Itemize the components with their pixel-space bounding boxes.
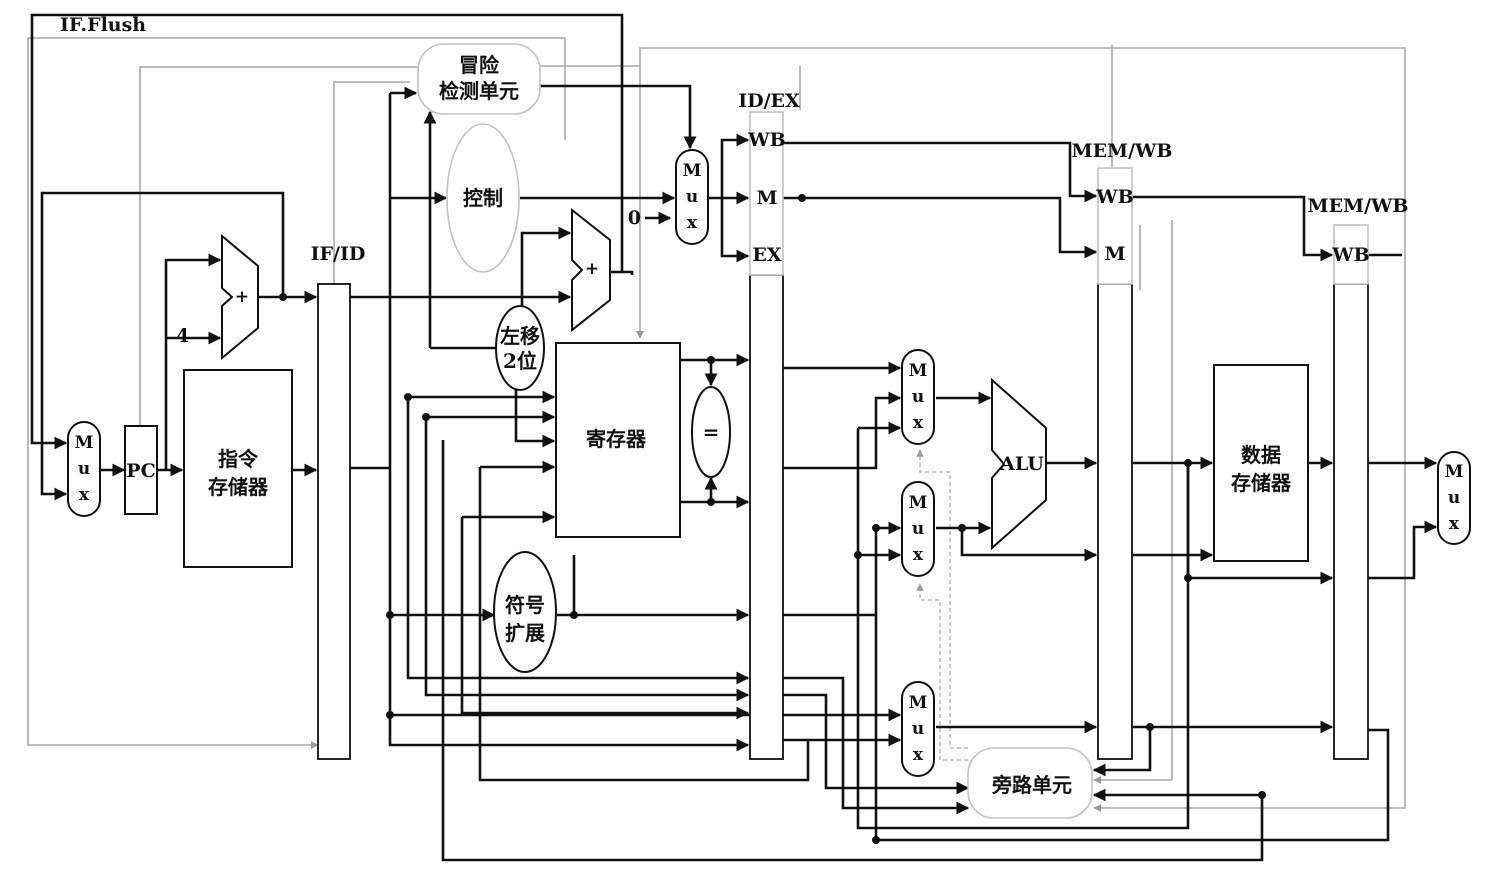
shift-label-1: 左移 xyxy=(500,324,540,348)
signext-label-1: 符号 xyxy=(505,593,545,617)
id-ex-m-field: M xyxy=(756,187,777,209)
control-unit: 控制 xyxy=(446,123,520,273)
mux-letter: x xyxy=(913,413,924,433)
hazard-label-2: 检测单元 xyxy=(439,79,519,103)
control-lines xyxy=(27,37,1406,812)
mux-letter: u xyxy=(686,187,698,207)
if-id-register xyxy=(317,283,351,760)
registers-label: 寄存器 xyxy=(586,427,647,451)
adder-plus: + xyxy=(585,259,599,279)
mux-letter: u xyxy=(912,387,924,407)
id-ex-label: ID/EX xyxy=(738,90,800,112)
id-ex-ex-field: EX xyxy=(752,244,781,266)
equality-comparator: = xyxy=(691,386,731,478)
ex-mem-label: MEM/WB xyxy=(1072,140,1173,162)
forward-label: 旁路单元 xyxy=(991,773,1072,797)
mux-letter: x xyxy=(1449,514,1460,534)
hazard-label-1: 冒险 xyxy=(459,53,500,77)
control-label: 控制 xyxy=(463,186,503,210)
mux-letter: M xyxy=(683,161,702,181)
pc-mux: M u x xyxy=(67,421,101,517)
mux-letter: M xyxy=(1445,462,1464,482)
ex-mem-m-field: M xyxy=(1104,243,1125,265)
register-file: 寄存器 xyxy=(555,342,681,538)
mux-letter: M xyxy=(75,433,94,453)
if-id-label: IF/ID xyxy=(311,243,366,265)
forwarding-unit: 旁路单元 xyxy=(967,747,1093,819)
mux-letter: u xyxy=(78,459,90,479)
mux-letter: x xyxy=(913,545,924,565)
instruction-memory: 指令 存储器 xyxy=(183,369,293,568)
alu-input-a-mux: M u x xyxy=(901,349,935,445)
mux-letter: u xyxy=(912,519,924,539)
data-memory: 数据 存储器 xyxy=(1213,364,1309,562)
junction-dots xyxy=(279,194,1266,844)
ex-mem-wb-field: WB xyxy=(1095,186,1133,208)
mem-wb-label: MEM/WB xyxy=(1308,195,1409,217)
mem-wb-wb-field: WB xyxy=(1331,244,1369,266)
id-ex-register xyxy=(749,111,784,760)
mux-letter: x xyxy=(79,485,90,505)
imem-label-2: 存储器 xyxy=(208,475,269,499)
write-back-mux: M u x xyxy=(1437,451,1471,545)
branch-adder: + xyxy=(571,207,611,333)
signext-label-2: 扩展 xyxy=(505,621,545,645)
dmem-label-1: 数据 xyxy=(1241,443,1281,467)
mux-letter: u xyxy=(1448,488,1460,508)
id-ex-wb-field: WB xyxy=(747,129,785,151)
alu-label: ALU xyxy=(999,453,1044,475)
mux-letter: u xyxy=(912,719,924,739)
mux-letter: M xyxy=(909,693,928,713)
if-flush-label: IF.Flush xyxy=(60,14,146,36)
imem-label-1: 指令 xyxy=(218,447,259,471)
alu: ALU xyxy=(991,377,1047,551)
pc-adder: + xyxy=(221,233,259,361)
sign-extend: 符号 扩展 xyxy=(493,551,557,673)
reg-dst-mux: M u x xyxy=(901,681,935,777)
mux-letter: x xyxy=(687,213,698,233)
mux-letter: M xyxy=(909,493,928,513)
mem-wb-register xyxy=(1333,224,1369,760)
pc-label: PC xyxy=(126,460,155,482)
equal-label: = xyxy=(703,420,720,444)
hazard-detection-unit: 冒险 检测单元 xyxy=(417,43,541,115)
mux-letter: x xyxy=(913,745,924,765)
mux-letter: M xyxy=(909,361,928,381)
pc-register: PC xyxy=(124,425,158,515)
data-wires xyxy=(30,13,1438,862)
control-mux: M u x xyxy=(675,149,709,245)
dmem-label-2: 存储器 xyxy=(1231,471,1292,495)
ex-mem-register xyxy=(1097,167,1133,760)
shift-left-2: 左移 2位 xyxy=(495,305,545,391)
const-zero: 0 xyxy=(628,207,641,229)
const-four: 4 xyxy=(176,325,189,347)
shift-label-2: 2位 xyxy=(503,349,537,373)
alu-input-b-mux: M u x xyxy=(901,481,935,577)
adder-plus: + xyxy=(235,287,249,307)
